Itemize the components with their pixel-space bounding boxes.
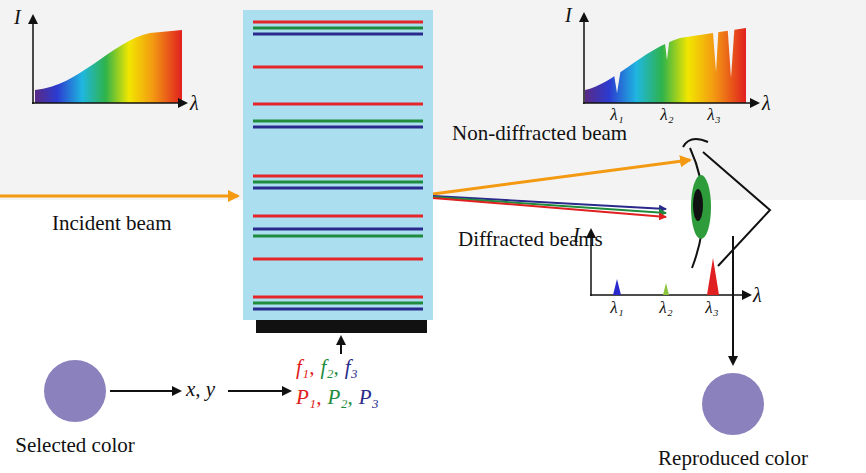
coordinate-label: x, y [186, 378, 215, 401]
fringe-line [253, 126, 423, 129]
spectral-dip [664, 35, 670, 60]
beam-label: Incident beam [52, 212, 172, 235]
spectral-peak [707, 258, 719, 295]
incident-beam [0, 195, 238, 198]
pupil [693, 189, 703, 221]
spectral-dip [712, 20, 719, 72]
eye-outline [703, 152, 770, 266]
flow-arrow [340, 337, 342, 354]
spectral-dip [613, 68, 621, 93]
axis-label: I [573, 224, 580, 246]
wavelength-label: λ₃ [707, 106, 720, 125]
axis-label: λ [762, 92, 771, 114]
power-label: P₃ [359, 386, 379, 409]
fringe-line [253, 187, 423, 190]
beam-label: Diffracted beams [458, 228, 603, 251]
substrate-bar [256, 320, 427, 333]
fringe-line [253, 181, 423, 184]
fringe-line [253, 120, 423, 123]
wavelength-label: λ₂ [659, 299, 672, 318]
spectral-peak [663, 283, 669, 295]
fringe-line [253, 66, 423, 69]
spectral-dip [727, 20, 735, 78]
axis-label: I [14, 6, 21, 28]
axis-label: λ [753, 284, 762, 306]
axis [32, 102, 186, 104]
color-swatch-circle [702, 373, 764, 435]
color-circle-node: Reproduced color [658, 373, 808, 470]
wavelength-label: λ₁ [610, 299, 623, 318]
fringe-line [253, 33, 423, 36]
fringe-line [253, 215, 423, 218]
axis-label: λ [190, 92, 199, 114]
fringe-line [253, 302, 423, 305]
diffracted-beam [433, 197, 666, 213]
non-diffracted-beam [433, 160, 690, 194]
axis-label: I [565, 4, 572, 26]
flow-arrow [110, 390, 180, 392]
fringe-line [253, 175, 423, 178]
eye-brow [683, 139, 708, 147]
fringe-line [253, 308, 423, 311]
transmitted-spectrum [585, 28, 746, 103]
spectral-peak [613, 279, 621, 295]
axis [32, 16, 34, 104]
perception-arrow [732, 236, 734, 364]
frequency-label: f₂, [320, 356, 338, 379]
color-label: Selected color [15, 434, 135, 457]
frequency-label: f₃ [345, 356, 358, 379]
hologram-plate [243, 10, 433, 320]
color-swatch-circle [44, 360, 106, 422]
fringe-line [253, 258, 423, 261]
frequency-label: f₁, [296, 356, 314, 379]
wavelength-label: λ₂ [660, 106, 673, 125]
beam-label: Non-diffracted beam [452, 122, 627, 145]
incident-spectrum [35, 30, 182, 103]
fringe-line [253, 21, 423, 24]
fringe-layers [253, 22, 423, 309]
eye [683, 139, 770, 268]
wavelength-label: λ₃ [705, 299, 718, 318]
flow-arrow [228, 390, 290, 392]
fringe-line [253, 27, 423, 30]
fringe-line [253, 228, 423, 231]
fringe-line [253, 103, 423, 106]
power-label: P₁, [296, 386, 321, 409]
axis [583, 102, 758, 104]
iris [691, 175, 711, 239]
fringe-line [253, 235, 423, 238]
power-label: P₂, [327, 386, 352, 409]
fringe-line [253, 296, 423, 299]
diffracted-beam [433, 198, 666, 217]
color-circle-node: Selected color [15, 360, 135, 457]
color-label: Reproduced color [658, 447, 808, 470]
axis [583, 14, 585, 104]
